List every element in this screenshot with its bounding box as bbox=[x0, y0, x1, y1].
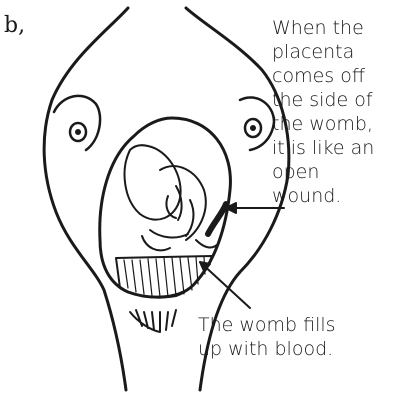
placenta-caption: When the placenta comes off the side of … bbox=[272, 16, 408, 208]
placenta-caption-line: the side of bbox=[272, 88, 408, 112]
placenta-caption-line: it is like an bbox=[272, 136, 408, 160]
body-outline-left bbox=[44, 8, 128, 390]
placenta-caption-line: wound. bbox=[272, 184, 408, 208]
placenta-caption-line: the womb, bbox=[272, 112, 408, 136]
blood-hatching bbox=[124, 257, 205, 297]
placenta-caption-line: placenta bbox=[272, 40, 408, 64]
pubic-hair bbox=[130, 310, 176, 332]
placenta-caption-line: open bbox=[272, 160, 408, 184]
blood-caption: The womb fills up with blood. bbox=[198, 313, 378, 361]
panel-letter: b, bbox=[4, 14, 25, 38]
baby-head bbox=[125, 145, 181, 219]
placenta-caption-line: comes off bbox=[272, 64, 408, 88]
placenta-caption-line: When the bbox=[272, 16, 408, 40]
blood-caption-line: The womb fills bbox=[198, 313, 378, 337]
blood-caption-line: up with blood. bbox=[198, 337, 378, 361]
